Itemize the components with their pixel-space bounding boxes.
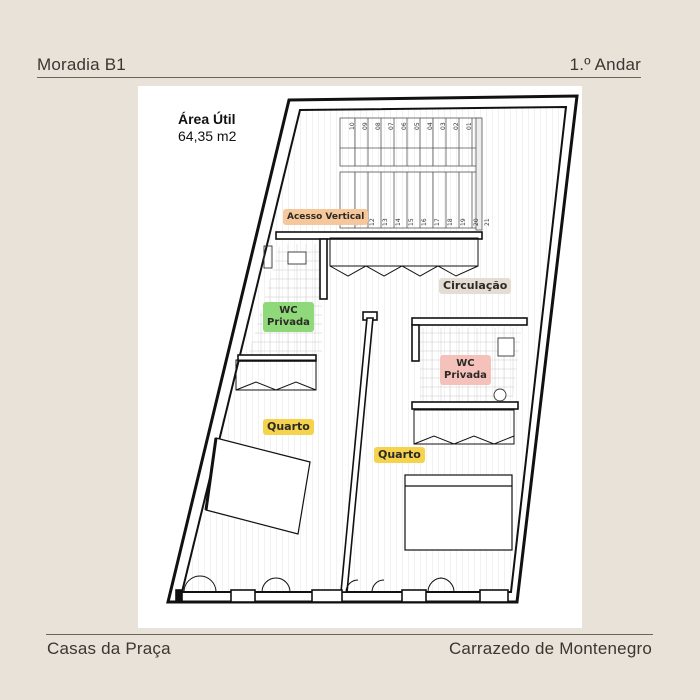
area-value: 64,35 m2 [178,128,237,144]
stair-number: 15 [408,218,415,226]
stair-number: 16 [421,218,428,226]
project-title: Moradia B1 [37,55,126,74]
stair-number: 05 [414,122,421,130]
wc-label-line1: WC [456,358,475,369]
label-circulacao: Circulação [439,278,512,294]
stair-number: 19 [460,218,467,226]
location-name: Carrazedo de Montenegro [448,639,652,658]
closets [235,237,515,445]
stair-number: 03 [440,122,447,130]
stair-number: 01 [466,122,473,130]
stair-number: 04 [427,122,434,130]
wc-fixtures [263,245,515,402]
wc-label-line2: Privada [267,317,310,328]
balcony-doors [183,575,455,593]
label-acesso-vertical: Acesso Vertical [283,209,369,225]
partitions [175,231,528,603]
label-quarto-2: Quarto [374,447,425,463]
label-quarto-1: Quarto [263,419,314,435]
stair-number: 07 [388,122,395,130]
outer-wall [166,94,579,604]
header-rule [37,77,641,78]
floor-label: 1.º Andar [569,55,641,74]
label-wc-privada-1: WC Privada [263,302,314,332]
stair-number: 06 [401,122,408,130]
label-wc-privada-2: WC Privada [440,355,491,385]
stair-number: 09 [362,122,369,130]
stair-number: 14 [395,218,402,226]
stair-number: 12 [369,218,376,226]
stair-number: 13 [382,218,389,226]
stair-number: 17 [434,218,441,226]
stair-number: 02 [453,122,460,130]
footer-rule [46,634,653,635]
stair-number: 21 [484,218,491,226]
stair-number: 18 [447,218,454,226]
stair-number: 20 [473,218,480,226]
stair-number: 10 [349,122,356,130]
area-title: Área Útil [178,111,236,127]
wc-label-line1: WC [279,305,298,316]
stair-number: 08 [375,122,382,130]
beds [204,437,513,551]
development-name: Casas da Praça [47,639,171,658]
wc-label-line2: Privada [444,370,487,381]
stair-numbers-upper: 10 09 08 07 06 05 04 03 02 01 [349,122,473,130]
inner-wall [180,105,568,593]
